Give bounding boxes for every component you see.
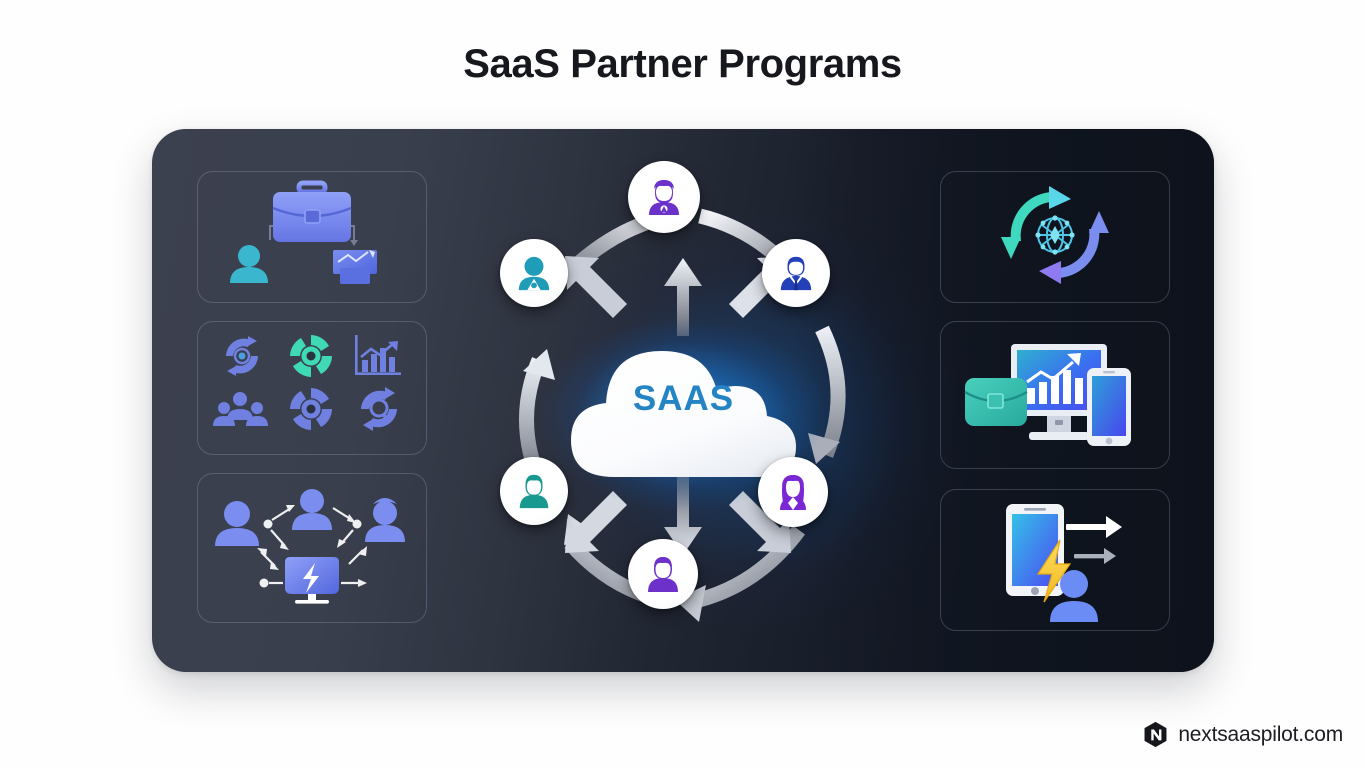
monitor-lightning-icon — [285, 557, 339, 604]
network-collaboration-illustration — [215, 489, 405, 604]
sync-cycle-icon — [226, 336, 258, 376]
search-cycle-icon — [361, 387, 397, 431]
logo-text: nextsaaspilot.com — [1178, 722, 1343, 746]
panel-partner-structure[interactable] — [197, 171, 427, 303]
avatar-icon — [519, 474, 549, 509]
multi-device-analytics-illustration — [964, 344, 1131, 446]
hexagon-n-logo-icon — [1144, 721, 1167, 748]
partner-avatar-upper-left[interactable] — [474, 213, 594, 333]
network-globe-icon — [1035, 215, 1075, 255]
avatar-icon — [780, 475, 806, 510]
person-icon — [1050, 570, 1098, 622]
arrow-right-icon — [1066, 516, 1122, 538]
cloud-label: SAAS — [632, 379, 735, 418]
capability-icon-grid — [213, 335, 401, 431]
partner-avatar-top[interactable] — [628, 161, 700, 233]
panel-mobile-activation[interactable] — [940, 489, 1170, 631]
gear-cycle-blue-icon — [290, 388, 332, 430]
document-chart-icon — [333, 250, 377, 284]
avatar-icon — [648, 557, 678, 592]
panel-network-collaboration[interactable] — [197, 473, 427, 623]
person-icon — [230, 245, 268, 283]
person-icon — [215, 501, 259, 546]
page-title: SaaS Partner Programs — [463, 42, 902, 86]
main-card: SAAS — [152, 129, 1214, 672]
lightning-bolt-icon — [1036, 539, 1072, 603]
smartphone-icon — [1087, 368, 1131, 446]
panel-multi-device-analytics[interactable] — [940, 321, 1170, 469]
integration-cycle-illustration — [1001, 186, 1109, 284]
arrow-right-icon — [1074, 548, 1116, 564]
mobile-activation-illustration — [1006, 504, 1122, 622]
partner-avatar-lower-right[interactable] — [732, 431, 854, 553]
cloud-shape — [571, 351, 796, 477]
partner-structure-illustration — [230, 180, 377, 284]
footer-logo[interactable]: nextsaaspilot.com — [1142, 721, 1343, 748]
team-group-icon — [213, 392, 268, 426]
person-icon — [365, 498, 405, 542]
saas-partner-network-diagram: SAAS — [448, 139, 918, 669]
partner-avatar-bottom[interactable] — [628, 539, 698, 609]
partner-avatar-upper-right[interactable] — [762, 239, 830, 307]
gear-cycle-teal-icon — [290, 335, 332, 377]
avatar-icon — [518, 256, 550, 291]
partner-avatar-lower-left[interactable] — [500, 457, 568, 525]
growth-chart-icon — [355, 335, 401, 375]
avatar-icon — [780, 256, 812, 291]
person-icon — [292, 489, 332, 530]
cycle-arrows-icon — [1001, 186, 1109, 284]
avatar-icon — [649, 180, 679, 215]
briefcase-icon — [964, 378, 1028, 426]
briefcase-icon — [272, 180, 352, 242]
bar-chart-icon — [1026, 353, 1083, 404]
panel-capability-icons[interactable] — [197, 321, 427, 455]
panel-integration-cycle[interactable] — [940, 171, 1170, 303]
